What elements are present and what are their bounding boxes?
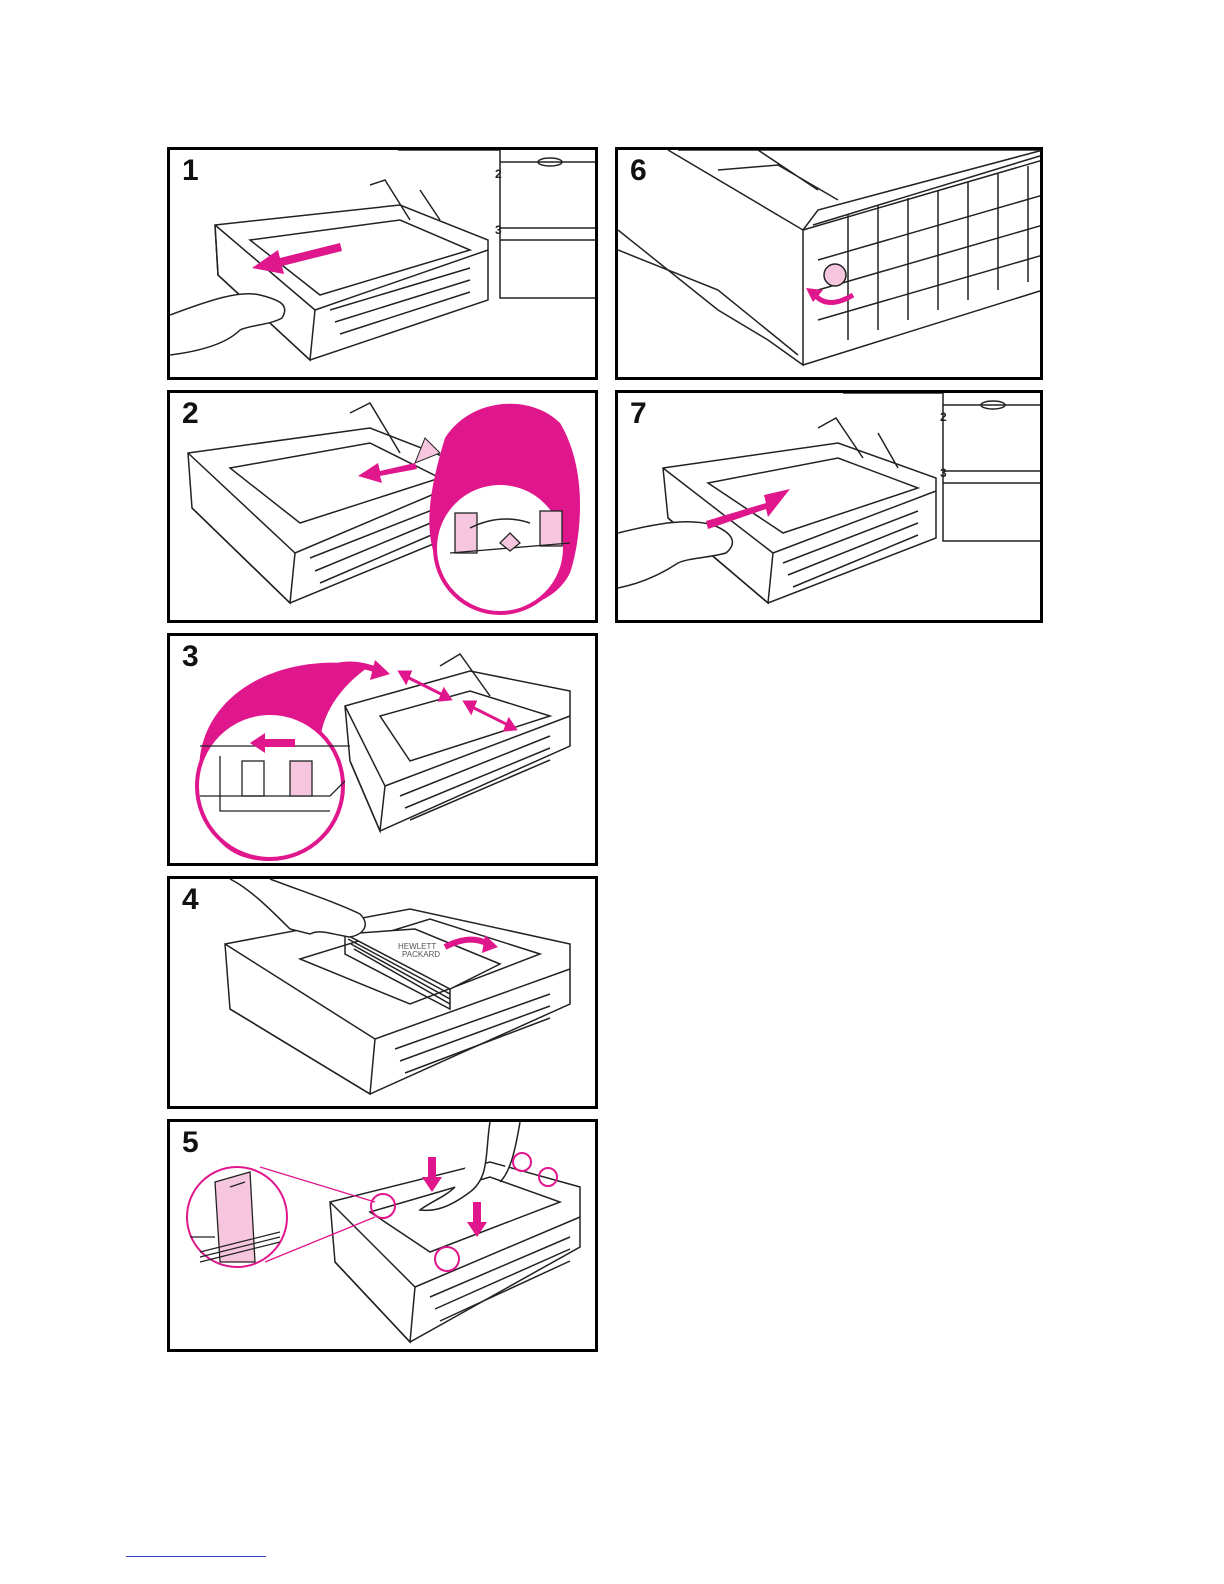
footer-rule [126,1556,266,1557]
tray-2-label: 2 [495,167,502,181]
step-6-panel: 6 [615,147,1043,380]
set-paper-size-dial-illustration [618,150,1043,380]
step-3-panel: 3 [167,633,598,866]
tray-2-label: 2 [940,410,947,424]
step-number: 3 [182,642,199,672]
step-number: 6 [630,156,647,186]
load-paper-illustration: HEWLETT PACKARD [170,879,598,1109]
step-number: 7 [630,399,647,429]
tray-3-label: 3 [495,223,502,237]
reinsert-tray-illustration: 2 3 [618,393,1043,623]
press-paper-down-illustration [170,1122,598,1352]
adjust-guide-illustration [170,393,598,623]
step-number: 2 [182,399,199,429]
step-number: 1 [182,156,199,186]
step-number: 4 [182,885,199,915]
step-1-panel: 1 2 3 [167,147,598,380]
step-number: 5 [182,1128,199,1158]
tray-3-label: 3 [940,466,947,480]
remove-tray-illustration: 2 3 [170,150,598,380]
step-7-panel: 7 2 3 [615,390,1043,623]
dial-knob [824,264,846,286]
step-4-panel: 4 HEWLETT PACKARD [167,876,598,1109]
step-2-panel: 2 [167,390,598,623]
step-5-panel: 5 [167,1119,598,1352]
adjust-side-guides-illustration [170,636,598,866]
paper-logo-line2: PACKARD [402,950,440,959]
